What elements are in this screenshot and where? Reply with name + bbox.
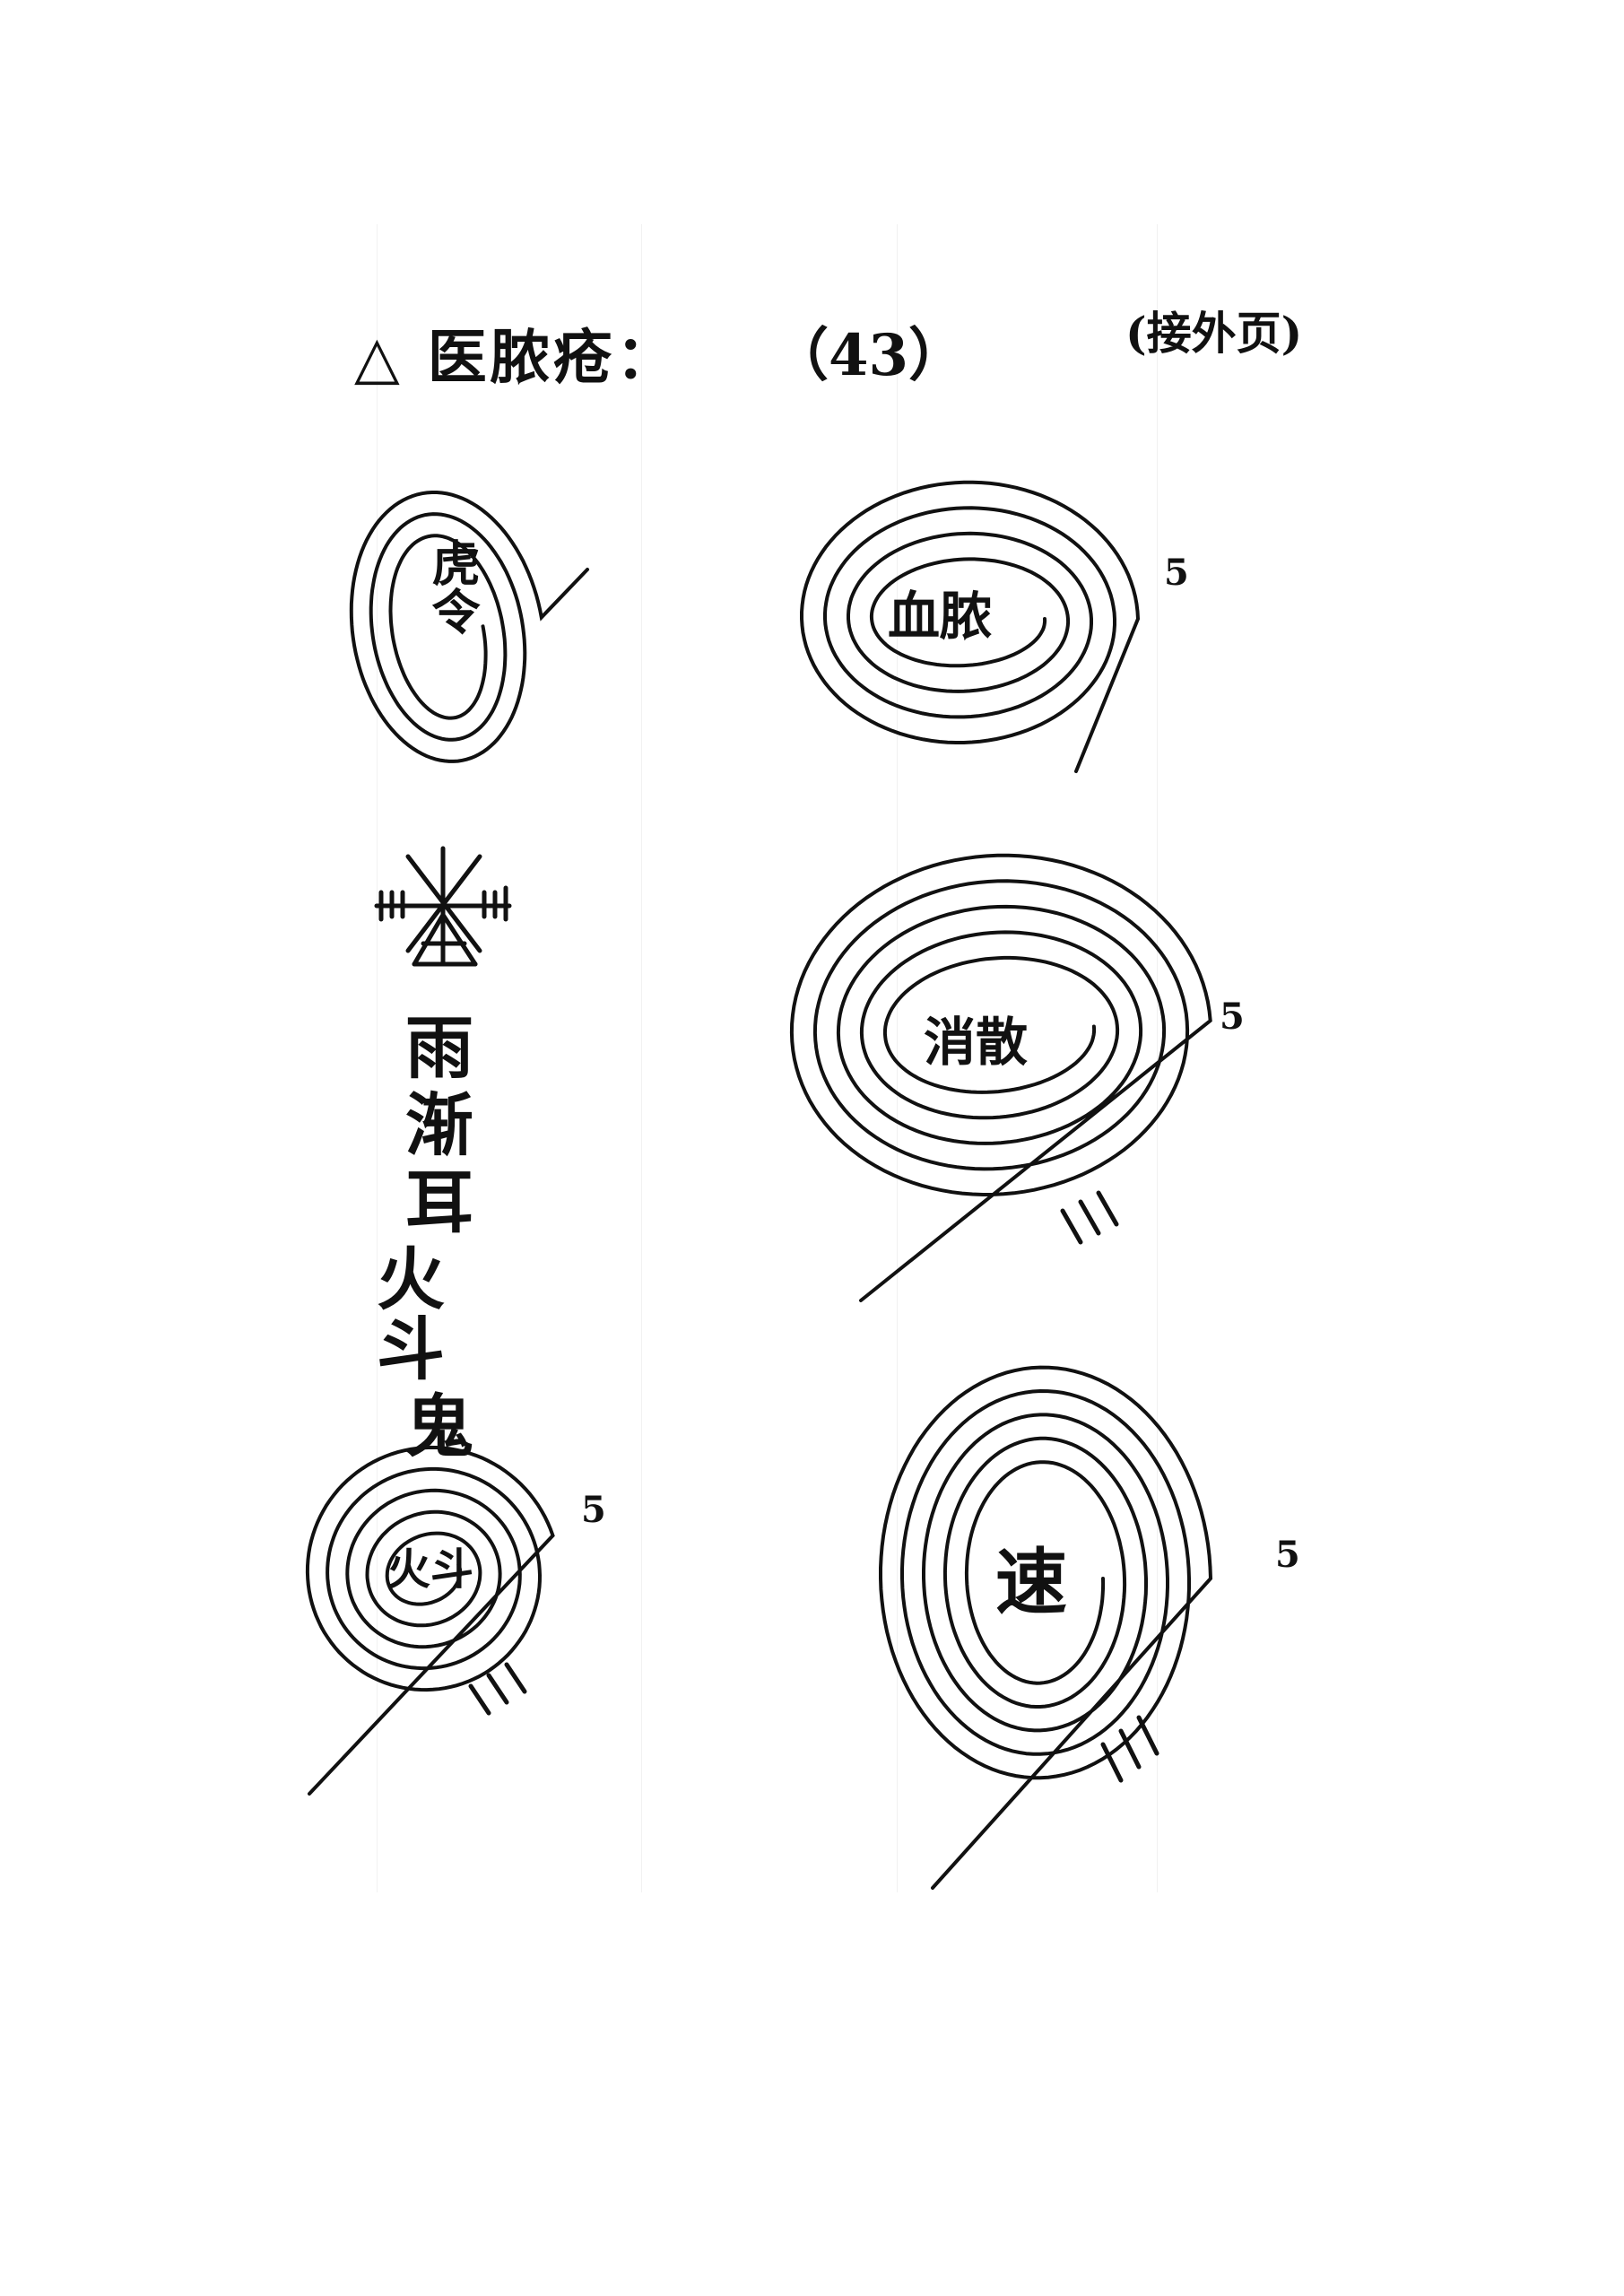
hatch-marks xyxy=(468,1190,1159,1783)
spiral-stroke xyxy=(789,853,1212,1302)
spiral-stroke xyxy=(800,480,1141,773)
scan-rule xyxy=(897,224,898,1892)
inscription-char: 火斗 xyxy=(377,1239,445,1389)
count-mark: 5 xyxy=(1164,552,1189,594)
scan-rule xyxy=(377,224,378,1892)
continuation-note: (接外页) xyxy=(1125,307,1303,360)
talisman-label: 消散 xyxy=(924,1012,1029,1073)
document-page xyxy=(247,224,1385,1892)
talisman-label: 虎令 xyxy=(423,538,481,635)
inscription-char: 雨 xyxy=(405,1008,473,1088)
count-mark: 5 xyxy=(1220,996,1245,1038)
star-triangle-symbol xyxy=(374,846,512,967)
page-number: （43） xyxy=(771,322,967,389)
scan-rule xyxy=(641,224,642,1892)
scan-rule xyxy=(1157,224,1158,1892)
talisman-label: 火斗 xyxy=(387,1544,474,1595)
inscription-char: 渐 xyxy=(405,1085,473,1165)
spiral-stroke xyxy=(879,1365,1213,1890)
count-mark: 5 xyxy=(581,1489,606,1531)
page-title: △ 医脓疮： xyxy=(354,322,679,392)
count-mark: 5 xyxy=(1275,1534,1300,1576)
talisman-label: 血脓 xyxy=(888,586,993,647)
spiral-stroke xyxy=(305,1445,555,1796)
vertical-inscription: 雨 渐 耳 火斗 鬼 xyxy=(377,1013,502,1462)
talisman-label: 速 xyxy=(995,1540,1067,1624)
inscription-char: 鬼 xyxy=(405,1387,473,1466)
spiral-stroke xyxy=(349,491,589,763)
inscription-char: 耳 xyxy=(405,1162,473,1242)
